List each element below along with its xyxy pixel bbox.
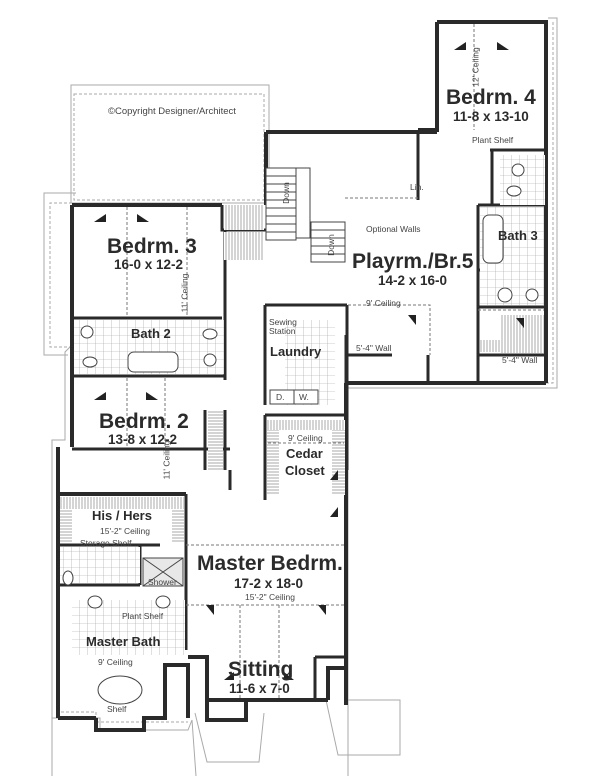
optional-walls-label: Optional Walls (366, 224, 421, 234)
room-his-hers-name: His / Hers (92, 508, 152, 523)
room-cedar-closet-ceiling: 9' Ceiling (288, 433, 323, 443)
playroom-wall-left: 5'-4" Wall (356, 343, 392, 353)
copyright-notice: ©Copyright Designer/Architect (108, 106, 236, 117)
room-sitting-name: Sitting (228, 658, 294, 681)
room-bath2-name: Bath 2 (131, 326, 171, 341)
room-bedrm2-ceiling: 11' Ceiling (161, 440, 172, 480)
room-laundry-name: Laundry (270, 344, 322, 359)
playroom-wall-right: 5'-4" Wall (502, 355, 538, 365)
plant-shelf-label: Plant Shelf (122, 611, 164, 621)
stairs (265, 167, 346, 263)
room-playroom-dims: 14-2 x 16-0 (378, 273, 448, 288)
room-master-bath-name: Master Bath (86, 634, 161, 649)
room-master-bedrm-dims: 17-2 x 18-0 (234, 576, 304, 591)
shelf-label: Shelf (107, 704, 127, 714)
room-bath3-name: Bath 3 (498, 228, 538, 243)
room-cedar-closet-name-1: Cedar (286, 446, 323, 461)
room-cedar-closet-name-2: Closet (285, 463, 325, 478)
room-playroom-name: Playrm./Br.5 (352, 250, 474, 273)
room-his-hers-ceiling: 15'-2" Ceiling (100, 526, 150, 536)
ceiling-markers (94, 42, 524, 680)
room-master-bath-ceiling: 9' Ceiling (98, 657, 133, 667)
room-bedrm3-dims: 16-0 x 12-2 (114, 257, 184, 272)
room-bedrm4-name: Bedrm. 4 (446, 86, 536, 109)
room-bedrm3-name: Bedrm. 3 (107, 235, 197, 258)
closets (60, 155, 545, 543)
stairs-down-label-1: Down (280, 182, 291, 204)
room-bedrm4-dims: 11-8 x 13-10 (453, 109, 529, 124)
linen-closet-label: Lin. (410, 182, 424, 192)
fixtures (62, 163, 539, 705)
room-sitting-dims: 11-6 x 7-0 (229, 681, 290, 696)
deck-outline (70, 84, 270, 204)
exterior-walls (56, 20, 548, 732)
stairs-down-label-2: Down (325, 234, 336, 256)
room-bedrm3-ceiling: 11' Ceiling (179, 273, 190, 313)
room-bedrm2-dims: 13-8 x 12-2 (108, 432, 178, 447)
room-bedrm2-name: Bedrm. 2 (99, 410, 189, 433)
shower-label: Shower (148, 577, 177, 587)
room-bedrm4-plant-shelf: Plant Shelf (472, 135, 514, 145)
storage-shelf-label: Storage Shelf (80, 538, 132, 548)
room-master-bedrm-name: Master Bedrm. (197, 552, 343, 575)
dryer-label: D. (276, 392, 285, 402)
room-playroom-ceiling: 9' Ceiling (366, 298, 401, 308)
room-master-bedrm-ceiling: 15'-2" Ceiling (245, 592, 295, 602)
room-bedrm4-ceiling: 12' Ceiling (470, 47, 481, 87)
sewing-station-label: Sewing Station (269, 317, 297, 336)
washer-label: W. (299, 392, 309, 402)
